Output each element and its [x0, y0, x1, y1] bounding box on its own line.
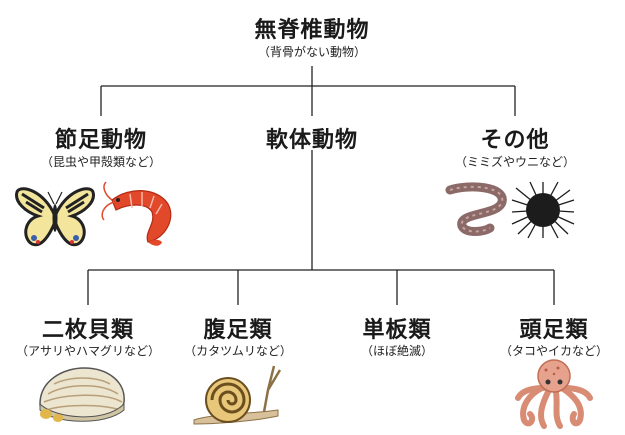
bivalve-subtitle: （アサリやハマグリなど）: [15, 344, 160, 358]
gastropod-subtitle: （カタツムリなど）: [184, 344, 292, 358]
arthropod-title: 節足動物: [54, 128, 147, 153]
worm-icon: [445, 182, 507, 236]
other-title: その他: [480, 128, 550, 153]
gastropod-title: 腹足類: [203, 318, 273, 343]
bivalve-title: 二枚貝類: [41, 318, 134, 343]
mollusc-title: 軟体動物: [265, 128, 358, 153]
root-title: 無脊椎動物: [254, 18, 370, 43]
monoplacophora-subtitle: （ほぼ絶滅）: [360, 344, 433, 358]
root-subtitle: （背骨がない動物）: [257, 45, 366, 59]
snail-icon: [193, 365, 282, 425]
arthropod-subtitle: （昆虫や甲殻類など）: [40, 155, 161, 169]
sea-urchin-icon: [511, 181, 575, 239]
clam-icon: [39, 367, 125, 422]
cephalopod-subtitle: （タコやイカなど）: [499, 344, 608, 358]
cephalopod-title: 頭足類: [519, 318, 589, 343]
butterfly-icon: [15, 187, 95, 247]
octopus-icon: [515, 359, 593, 429]
monoplacophora-title: 単板類: [362, 318, 432, 343]
shrimp-icon: [101, 181, 172, 246]
other-subtitle: （ミミズやウニなど）: [454, 155, 575, 169]
